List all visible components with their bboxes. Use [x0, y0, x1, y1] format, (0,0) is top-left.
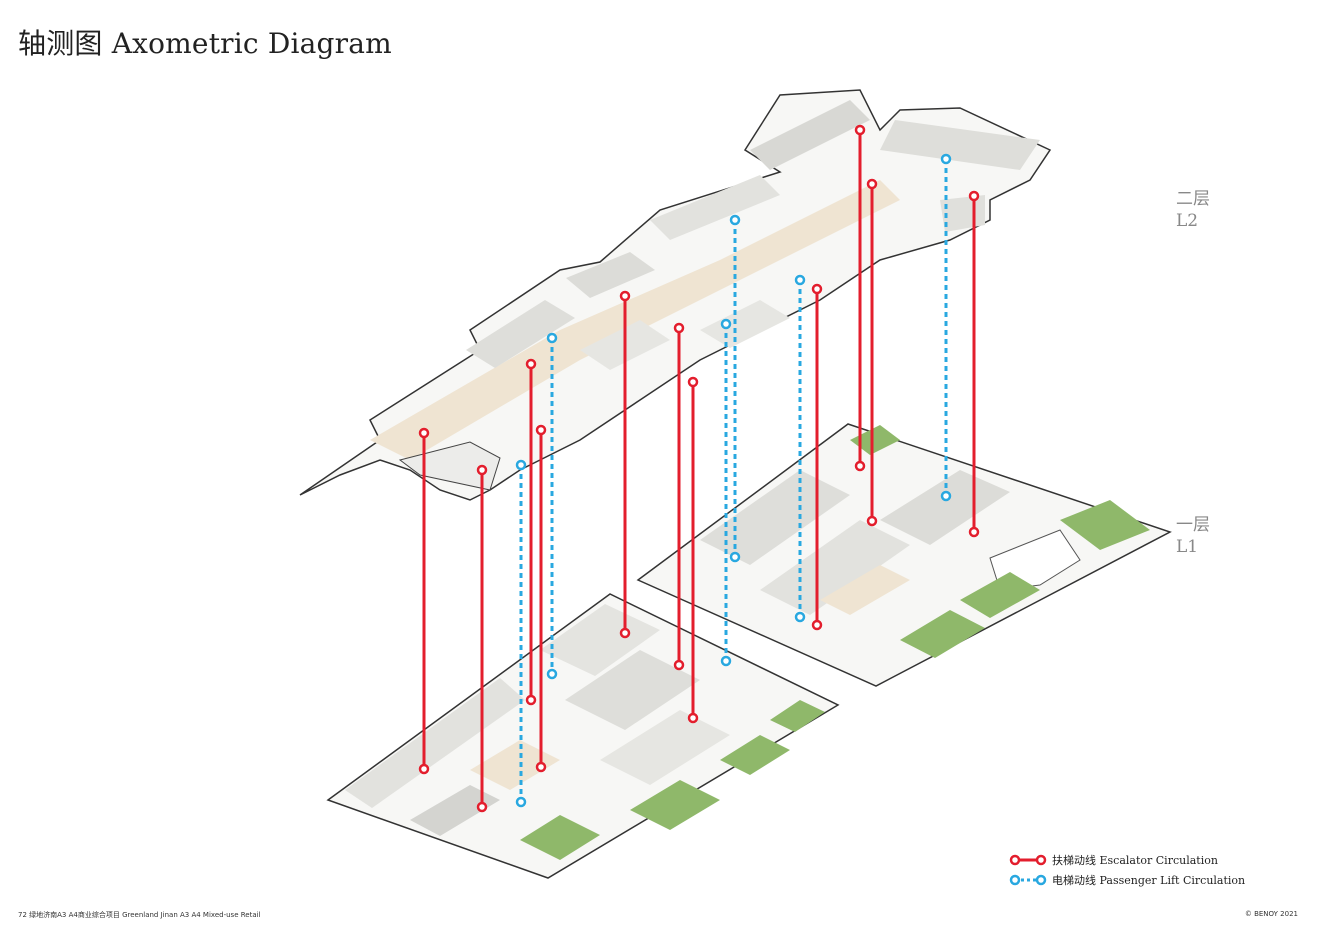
legend: 扶梯动线 Escalator Circulation 电梯动线 Passenge… — [1008, 850, 1245, 890]
lift-legend-icon — [1009, 874, 1047, 886]
level-label-l2: 二层 L2 — [1176, 188, 1210, 232]
escalator-node-6-bottom — [673, 659, 685, 671]
page-title: 轴测图 Axometric Diagram — [18, 27, 392, 60]
level-label-l2-en: L2 — [1176, 211, 1199, 231]
level-label-l1-en: L1 — [1176, 537, 1199, 557]
escalator-node-11-bottom — [968, 526, 980, 538]
escalator-node-2-bottom — [476, 801, 488, 813]
lift-node-4-bottom — [720, 655, 732, 667]
level-label-l1: 一层 L1 — [1176, 514, 1210, 558]
lift-node-6-bottom — [940, 490, 952, 502]
l1-east-plate — [636, 423, 1172, 687]
lift-node-6-top — [940, 153, 952, 165]
escalator-node-5-top — [619, 290, 631, 302]
legend-label-escalator: 扶梯动线 Escalator Circulation — [1052, 854, 1218, 867]
escalator-node-8-top — [811, 283, 823, 295]
lift-node-5-top — [794, 274, 806, 286]
escalator-node-1-top — [418, 427, 430, 439]
escalator-circulation-lines — [418, 124, 980, 813]
lift-node-1-bottom — [515, 796, 527, 808]
escalator-node-3-top — [525, 358, 537, 370]
escalator-legend-icon — [1009, 854, 1047, 866]
escalator-node-9-bottom — [854, 460, 866, 472]
lift-circulation-lines — [515, 153, 952, 808]
footer-page-info: 72 绿地济南A3 A4商业综合项目 Greenland Jinan A3 A4… — [18, 911, 261, 919]
l2-plate — [299, 89, 1052, 501]
escalator-node-10-top — [866, 178, 878, 190]
escalator-node-7-top — [687, 376, 699, 388]
escalator-node-5-bottom — [619, 627, 631, 639]
lift-node-2-top — [546, 332, 558, 344]
escalator-node-11-top — [968, 190, 980, 202]
legend-item-lift: 电梯动线 Passenger Lift Circulation — [1008, 870, 1245, 890]
l1-west-plate — [326, 593, 840, 879]
escalator-node-10-bottom — [866, 515, 878, 527]
escalator-node-8-bottom — [811, 619, 823, 631]
escalator-node-9-top — [854, 124, 866, 136]
escalator-node-7-bottom — [687, 712, 699, 724]
level-label-l2-cn: 二层 — [1176, 189, 1210, 209]
lift-node-3-top — [729, 214, 741, 226]
escalator-node-3-bottom — [525, 694, 537, 706]
lift-node-5-bottom — [794, 611, 806, 623]
legend-item-escalator: 扶梯动线 Escalator Circulation — [1008, 850, 1245, 870]
escalator-node-4-top — [535, 424, 547, 436]
level-label-l1-cn: 一层 — [1176, 515, 1210, 535]
lift-node-2-bottom — [546, 668, 558, 680]
escalator-node-6-top — [673, 322, 685, 334]
escalator-node-4-bottom — [535, 761, 547, 773]
footer-copyright: © BENOY 2021 — [1244, 910, 1298, 918]
escalator-node-1-bottom — [418, 763, 430, 775]
lift-node-4-top — [720, 318, 732, 330]
lift-node-1-top — [515, 459, 527, 471]
escalator-node-2-top — [476, 464, 488, 476]
lift-node-3-bottom — [729, 551, 741, 563]
legend-label-lift: 电梯动线 Passenger Lift Circulation — [1052, 874, 1246, 887]
